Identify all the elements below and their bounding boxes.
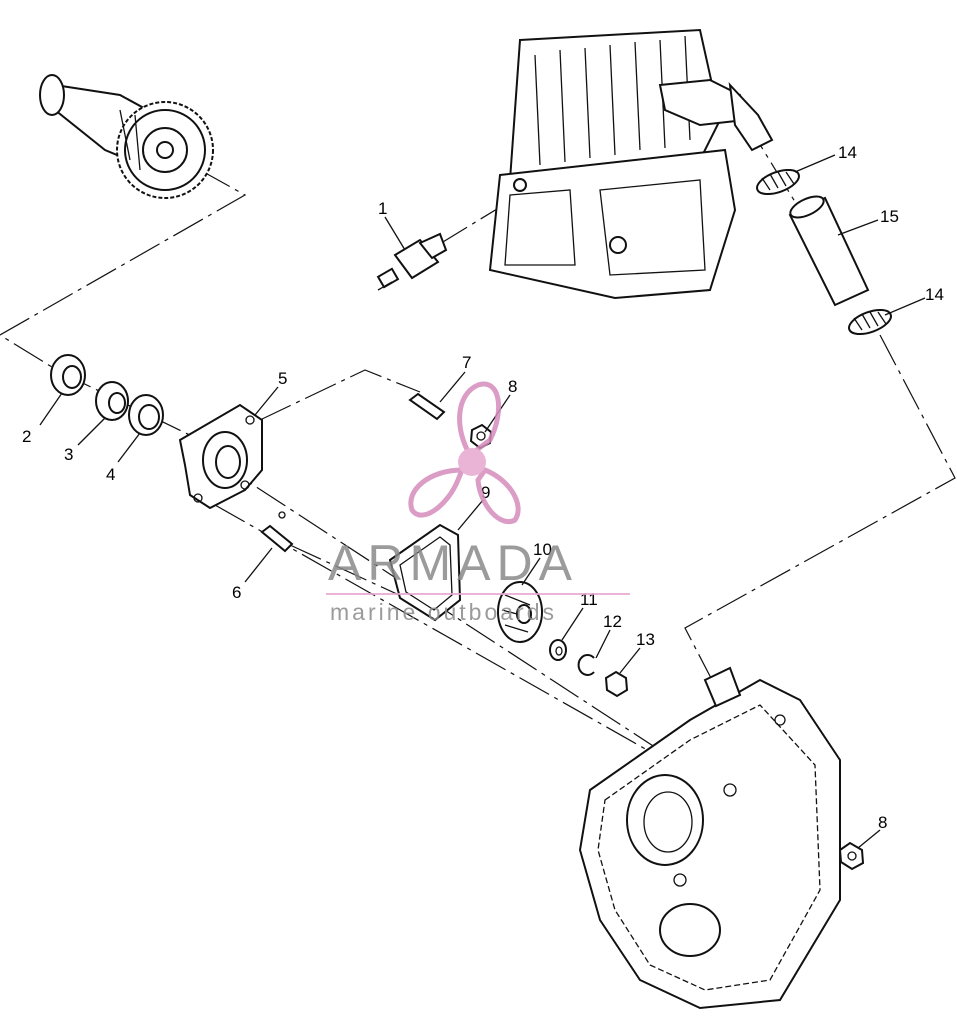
callout-9: 9 <box>481 483 490 502</box>
crankcase-cover <box>578 666 841 1010</box>
part-7-stud <box>408 392 446 421</box>
part-13-nut <box>604 670 629 698</box>
callout-14-upper: 14 <box>838 143 857 162</box>
callout-7: 7 <box>462 353 471 372</box>
part-3-seal <box>95 381 129 421</box>
callout-10: 10 <box>533 540 552 559</box>
callout-11: 11 <box>580 590 598 609</box>
propeller-logo-icon <box>408 381 521 525</box>
callout-3: 3 <box>64 445 73 464</box>
part-2-bearing <box>50 354 86 396</box>
part-14-lower-clamp <box>848 308 892 336</box>
callout-1: 1 <box>378 199 387 218</box>
callout-4: 4 <box>106 465 115 484</box>
part-8-nut-lower <box>838 841 865 871</box>
part-10-impeller <box>497 581 543 643</box>
callout-2: 2 <box>22 427 31 446</box>
watermark-brand: ARMADA <box>328 535 578 591</box>
part-12-clip <box>577 654 595 676</box>
camshaft-gear-assembly <box>39 74 214 199</box>
part-11-washer <box>549 639 567 661</box>
callout-13: 13 <box>636 630 655 649</box>
callout-5: 5 <box>278 369 287 388</box>
callout-15: 15 <box>880 207 899 226</box>
callout-8-lower: 8 <box>878 813 887 832</box>
callout-12: 12 <box>603 612 622 631</box>
part-9-gasket <box>388 523 462 622</box>
part-15-hose <box>788 195 870 307</box>
cylinder-assembly <box>488 28 774 300</box>
watermark-tagline: marine outboards <box>330 599 557 625</box>
callout-14-lower: 14 <box>925 285 944 304</box>
part-1-temperature-sensor <box>376 232 448 291</box>
part-14-upper-clamp <box>756 168 800 196</box>
part-5-pump-body <box>178 403 263 510</box>
watermark: ARMADA marine outboards <box>326 381 630 625</box>
callout-6: 6 <box>232 583 241 602</box>
part-6-stud <box>260 511 294 553</box>
part-4-bearing <box>128 394 164 436</box>
callout-8-upper: 8 <box>508 377 517 396</box>
